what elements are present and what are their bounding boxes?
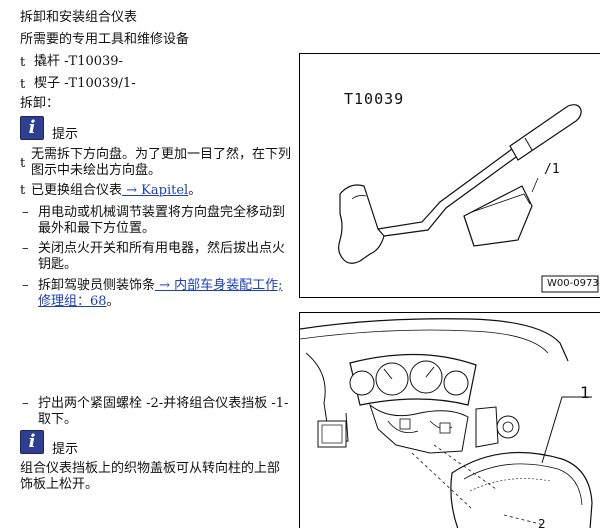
kapitel-link[interactable]: → Kapitel [122, 183, 189, 198]
dash-marker: – [22, 396, 29, 411]
step-text: 用电动或机械调节装置将方向盘完全移动到最外和最下方位置。 [38, 205, 286, 236]
step-suffix: 。 [106, 294, 120, 309]
step-text: 拧出两个紧固螺栓 -2-并将组合仪表挡板 -1-取下。 [38, 396, 289, 427]
body-assembly-link[interactable]: → 内部车身装配工作; 修理组：68 [38, 278, 283, 309]
tool-item-text: 撬杆 -T10039- [34, 54, 123, 69]
step-line: 拆卸驾驶员侧装饰条 → 内部车身装配工作; 修理组：68。 [38, 278, 296, 310]
callout-1: 1 [580, 383, 591, 402]
figure-code: W00-0973 [547, 278, 599, 289]
note-label: 提示 [52, 127, 79, 142]
wedge-label: /1 [544, 162, 560, 177]
tool-item-text: 楔子 -T10039/1- [34, 76, 136, 91]
info-icon: i [20, 430, 44, 454]
dash-marker: – [22, 278, 29, 293]
replaced-line: 已更换组合仪表 → Kapitel。 [31, 183, 289, 199]
bullet-marker: t [20, 55, 26, 70]
cluster-figure: 1 2 [299, 312, 600, 528]
tools-figure: T10039 /1 W00-0973 [299, 53, 600, 298]
page-title: 拆卸和安装组合仪表 [20, 10, 138, 25]
removal-heading: 拆卸： [20, 96, 60, 111]
bullet-marker: t [20, 156, 26, 171]
dash-marker: – [22, 241, 29, 256]
replaced-text: 已更换组合仪表 [31, 183, 123, 198]
callout-2: 2 [538, 517, 546, 528]
dash-marker: – [22, 205, 29, 220]
bullet-marker: t [20, 77, 26, 92]
tools-heading: 所需要的专用工具和维修设备 [20, 32, 190, 47]
replaced-suffix: 。 [188, 183, 202, 198]
note-text: 组合仪表挡板上的织物盖板可从转向柱的上部饰板上松开。 [20, 461, 281, 492]
pry-bar-drawing [338, 104, 599, 293]
note-text: 无需拆下方向盘。为了更加一目了然，在下列图示中未绘出方向盘。 [31, 147, 292, 178]
note-label: 提示 [52, 442, 79, 457]
info-icon: i [20, 116, 44, 140]
tool-label: T10039 [344, 90, 405, 108]
step-text: 关闭点火开关和所有用电器，然后拔出点火钥匙。 [38, 241, 286, 272]
step-text: 拆卸驾驶员侧装饰条 [38, 278, 156, 293]
dashboard-drawing [300, 318, 593, 528]
bullet-marker: t [20, 183, 26, 198]
